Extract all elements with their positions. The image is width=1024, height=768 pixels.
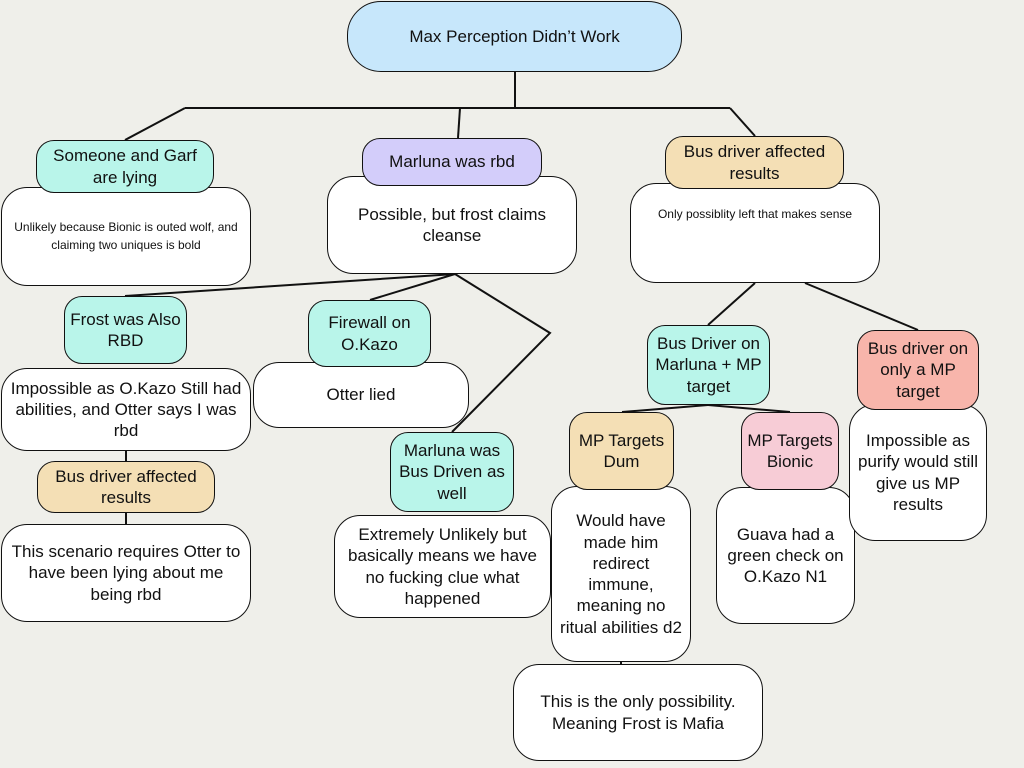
frost-bus-driver-node: Bus driver affected results: [37, 461, 215, 513]
marluna-rbd-node: Marluna was rbd: [362, 138, 542, 186]
bd-only-mp-note: Impossible as purify would still give us…: [849, 404, 987, 541]
frost-bus-driver-note: This scenario requires Otter to have bee…: [1, 524, 251, 622]
edge-to-someone-garf: [124, 107, 186, 141]
marluna-bus-node: Marluna was Bus Driven as well: [390, 432, 514, 512]
marluna-bus-note: Extremely Unlikely but basically means w…: [334, 515, 551, 618]
edge-to-frost-rbd: [124, 273, 456, 297]
someone-garf-note: Unlikely because Bionic is outed wolf, a…: [1, 187, 251, 286]
mp-dum-node: MP Targets Dum: [569, 412, 674, 490]
firewall-node: Firewall on O.Kazo: [308, 300, 431, 367]
frost-rbd-note: Impossible as O.Kazo Still had abilities…: [1, 368, 251, 451]
mp-dum-conclusion: This is the only possibility. Meaning Fr…: [513, 664, 763, 761]
edge-to-bus-driver-results: [729, 107, 756, 137]
root-node: Max Perception Didn’t Work: [347, 1, 682, 72]
bd-only-mp-node: Bus driver on only a MP target: [857, 330, 979, 410]
edge-to-bd-marluna-mp: [707, 282, 756, 326]
edge-to-marluna-rbd: [457, 107, 461, 139]
edge-to-bd-only-mp: [804, 282, 919, 331]
frost-rbd-node: Frost was Also RBD: [64, 296, 187, 364]
firewall-note: Otter lied: [253, 362, 469, 428]
someone-garf-node: Someone and Garf are lying: [36, 140, 214, 193]
edge-to-marluna-bus: [451, 273, 552, 433]
mp-bionic-node: MP Targets Bionic: [741, 412, 839, 490]
edge-to-firewall: [369, 273, 456, 301]
bus-driver-results-node: Bus driver affected results: [665, 136, 844, 189]
marluna-rbd-note: Possible, but frost claims cleanse: [327, 176, 577, 274]
mp-bionic-note: Guava had a green check on O.Kazo N1: [716, 487, 855, 624]
bus-driver-results-note: Only possiblity left that makes sense: [630, 183, 880, 283]
bd-marluna-mp-node: Bus Driver on Marluna + MP target: [647, 325, 770, 405]
mp-dum-note: Would have made him redirect immune, mea…: [551, 486, 691, 662]
edge-to-mp-dum: [621, 404, 709, 413]
edge-to-mp-bionic: [707, 404, 791, 413]
